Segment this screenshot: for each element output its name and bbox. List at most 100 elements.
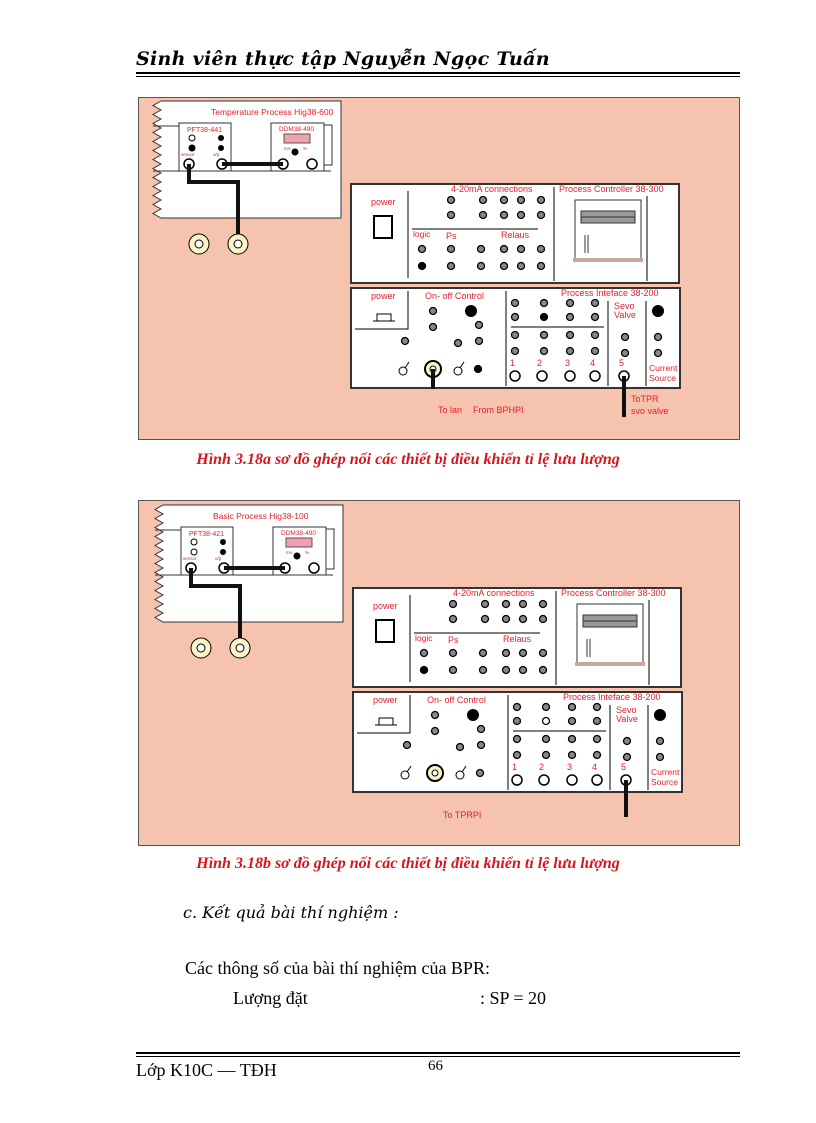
footer-class: Lớp K10C — TĐH — [136, 1060, 277, 1080]
output-label: o/p — [213, 152, 220, 157]
output-port — [564, 370, 576, 382]
connector — [567, 716, 577, 726]
footer-rule — [136, 1052, 740, 1054]
connector — [475, 768, 485, 778]
connector — [567, 702, 577, 712]
connector — [541, 702, 551, 712]
section-heading: c. Kết quả bài thí nghiệm : — [183, 903, 399, 922]
connector — [419, 665, 429, 675]
onoff-label: On- off Control — [427, 695, 486, 705]
rig-title: Basic Process Hig38-100 — [213, 511, 309, 521]
header-rule — [136, 72, 740, 74]
terminal-center — [235, 643, 245, 653]
jack — [220, 549, 226, 555]
connector — [536, 210, 546, 220]
power-button — [375, 717, 397, 726]
connector — [620, 348, 630, 358]
connector — [536, 244, 546, 254]
jack — [291, 148, 299, 156]
display-base — [573, 258, 643, 262]
connector — [480, 614, 490, 624]
output-label: o/p — [215, 556, 222, 561]
connector — [516, 261, 526, 271]
connector — [510, 330, 520, 340]
connector — [446, 244, 456, 254]
connector — [590, 330, 600, 340]
connector — [539, 312, 549, 322]
figure-caption-b: Hình 3.18b sơ đồ ghép nối các thiết bị đ… — [196, 855, 620, 872]
servo-label: Sevo — [616, 705, 637, 715]
interface-label: Process Inteface 38-200 — [563, 692, 661, 702]
knob-icon — [398, 366, 408, 376]
connector — [516, 210, 526, 220]
jack — [218, 135, 224, 141]
connector — [538, 599, 548, 609]
knob-icon — [455, 770, 465, 780]
current-label: Current — [651, 767, 680, 777]
output-port — [536, 370, 548, 382]
jack — [190, 548, 198, 556]
connector — [592, 716, 602, 726]
connector — [590, 298, 600, 308]
knob-icon — [453, 366, 463, 376]
page-number: 66 — [428, 1058, 443, 1074]
port-number: 5 — [621, 762, 626, 772]
connector — [473, 364, 483, 374]
servo-label: Valve — [616, 714, 638, 724]
right-label: svo valve — [631, 406, 669, 416]
coax-port — [306, 158, 318, 170]
connector — [539, 298, 549, 308]
connector — [620, 332, 630, 342]
connector — [565, 312, 575, 322]
connector — [419, 648, 429, 658]
connector — [512, 734, 522, 744]
connector — [622, 736, 632, 746]
connector — [655, 752, 665, 762]
connector — [499, 244, 509, 254]
port-number: 3 — [565, 358, 570, 368]
figure-caption-a: Hình 3.18a sơ đồ ghép nối các thiết bị đ… — [196, 451, 620, 468]
jack — [190, 538, 198, 546]
connector — [474, 320, 484, 330]
connector — [478, 195, 488, 205]
connector — [476, 261, 486, 271]
output-port — [511, 774, 523, 786]
divider — [355, 291, 409, 330]
pft-module-label: PFT38-441 — [187, 127, 222, 134]
connector — [592, 702, 602, 712]
connector — [512, 750, 522, 760]
ma-label: mA — [286, 550, 293, 555]
divider — [357, 695, 411, 734]
connector — [565, 298, 575, 308]
display-bar — [582, 614, 638, 622]
connector — [499, 210, 509, 220]
connector — [446, 210, 456, 220]
connections-label: 4-20mA connections — [453, 588, 535, 598]
connector — [448, 614, 458, 624]
connector — [501, 665, 511, 675]
connector — [538, 665, 548, 675]
connector — [539, 346, 549, 356]
display-bar — [582, 620, 638, 628]
display-bar — [580, 210, 636, 218]
onoff-label: On- off Control — [425, 291, 484, 301]
ddm-display — [283, 133, 311, 144]
connector — [538, 648, 548, 658]
connector — [518, 614, 528, 624]
connector — [448, 648, 458, 658]
connector — [474, 336, 484, 346]
connector — [476, 740, 486, 750]
controller-display — [576, 603, 644, 664]
rig-title: Temperature Process Hig38-600 — [211, 107, 334, 117]
ma-label: mA — [284, 146, 291, 151]
output-port — [589, 370, 601, 382]
connector — [655, 736, 665, 746]
connector — [428, 322, 438, 332]
port-number: 4 — [590, 358, 595, 368]
relays-label: Relaus — [503, 634, 532, 644]
connector — [430, 710, 440, 720]
large-connector — [652, 305, 664, 317]
output-port — [591, 774, 603, 786]
